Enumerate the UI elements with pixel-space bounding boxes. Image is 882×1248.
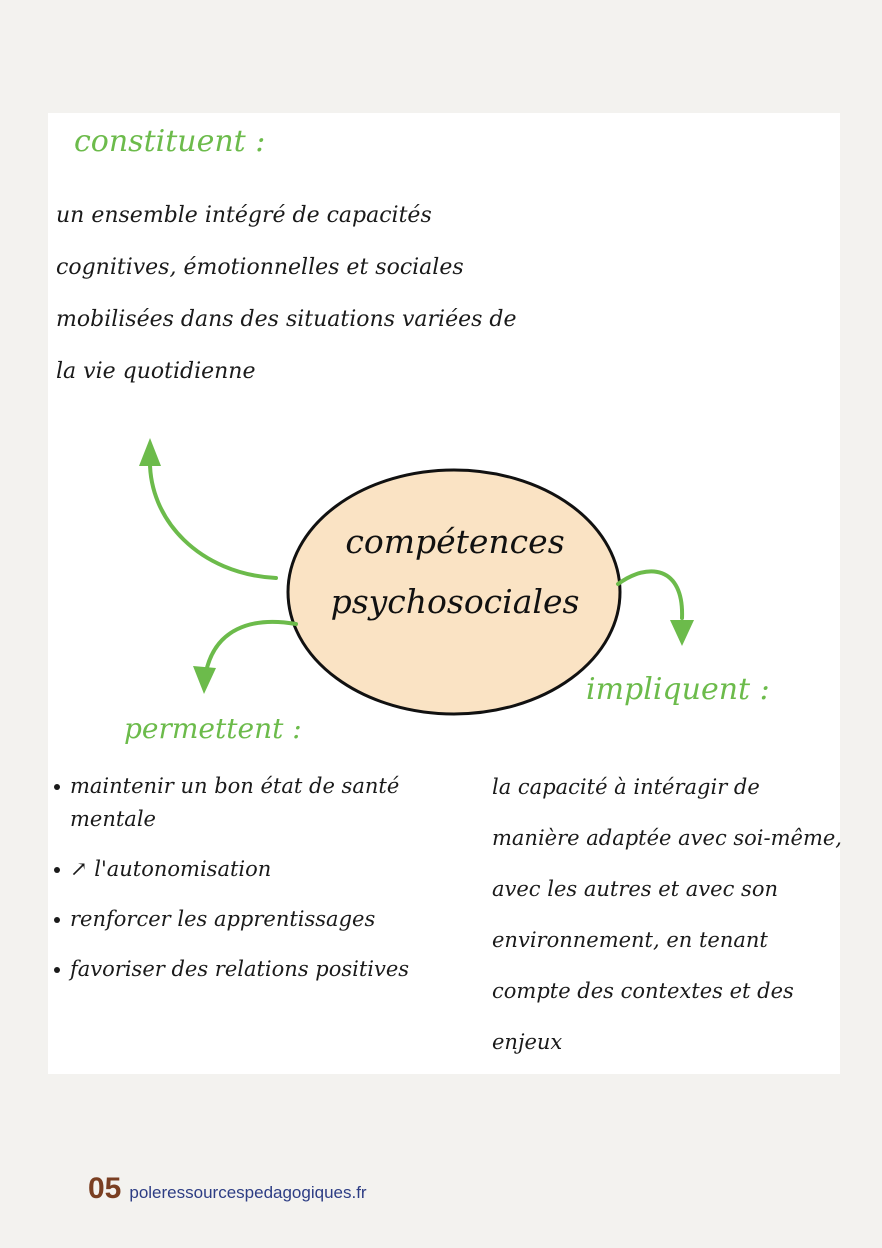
center-title-line2: psychosociales: [330, 582, 580, 621]
site-url[interactable]: poleressourcespedagogiques.fr: [129, 1183, 367, 1202]
list-item: ↗ l'autonomisation: [48, 853, 468, 886]
arrow-to-permettent: [204, 619, 298, 674]
list-item: maintenir un bon état de santé mentale: [48, 770, 468, 836]
arrow-to-constituent: [147, 456, 278, 580]
footer: 05 poleressourcespedagogiques.fr: [88, 1172, 367, 1206]
arrowhead-constituent: [139, 438, 161, 466]
constituent-text: un ensemble intégré de capacités cogniti…: [56, 203, 517, 384]
page-number: 05: [88, 1172, 122, 1205]
permettent-heading: permettent :: [124, 712, 302, 745]
center-title: compétences psychosociales: [290, 512, 620, 632]
impliquent-heading: impliquent :: [586, 672, 770, 707]
arrowhead-permettent: [193, 666, 216, 694]
arrow-to-impliquent: [616, 569, 685, 620]
center-ellipse: [286, 468, 622, 716]
constituent-heading: constituent :: [74, 124, 266, 159]
list-item: favoriser des relations positives: [48, 953, 468, 986]
permettent-list: maintenir un bon état de santé mentale ↗…: [48, 770, 468, 1003]
impliquent-text: la capacité à intéragir de manière adapt…: [492, 775, 842, 1054]
center-title-line1: compétences: [345, 522, 565, 561]
arrowhead-impliquent: [670, 620, 694, 646]
list-item: renforcer les apprentissages: [48, 903, 468, 936]
